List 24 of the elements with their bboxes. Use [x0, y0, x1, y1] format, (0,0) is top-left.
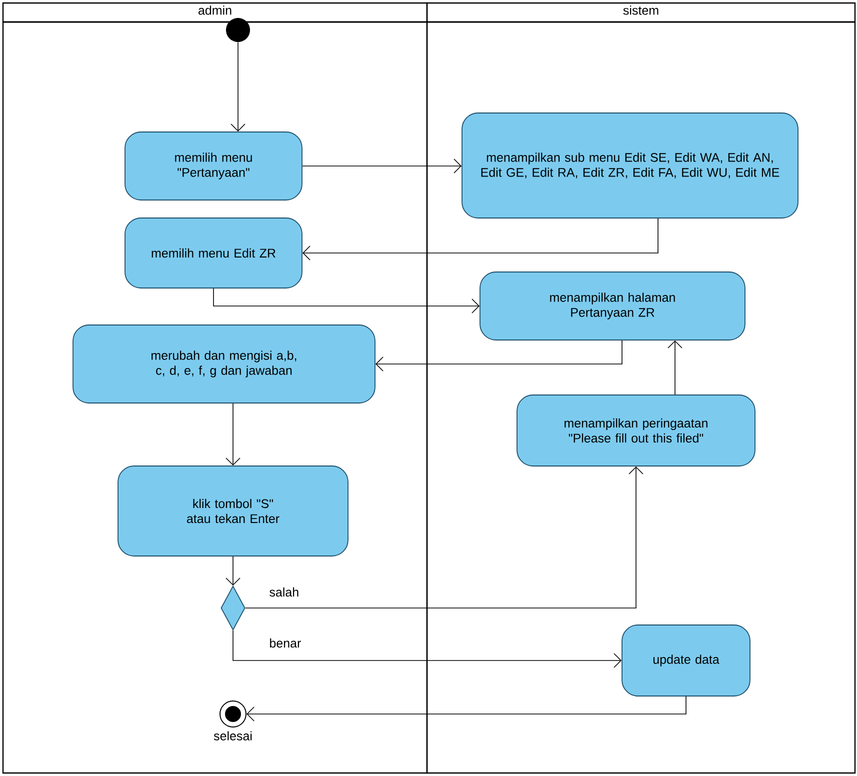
- arrow: [246, 696, 686, 722]
- action-box: menampilkan halaman Pertanyaan ZR: [480, 272, 746, 340]
- action-box: update data: [622, 624, 750, 696]
- arrow: [226, 403, 240, 466]
- final-node: [220, 700, 246, 728]
- arrow: [375, 340, 622, 372]
- action-box: memilih menu "Pertanyaan": [124, 132, 302, 200]
- arrow: [302, 158, 462, 174]
- arrow: [245, 466, 644, 608]
- arrow: [668, 340, 682, 395]
- action-box: memilih menu Edit ZR: [124, 218, 302, 288]
- arrow: [226, 556, 240, 586]
- node-caption: selesai: [214, 731, 252, 740]
- arrow: [232, 630, 622, 668]
- initial-node: [226, 18, 250, 42]
- arrow: [230, 42, 246, 132]
- action-box: merubah dan mengisi a,b, c, d, e, f, g dan jawaban: [72, 324, 376, 404]
- arrow: [302, 218, 658, 260]
- edge-label: benar: [268, 637, 302, 649]
- edge-label: salah: [268, 586, 300, 598]
- action-box: menampilkan peringaatan "Please fill out this filed": [516, 394, 756, 466]
- action-box: menampilkan sub menu Edit SE, Edit WA, Edit AN, Edit GE, Edit RA, Edit ZR, Edit FA, Edit WU, Edit ME: [462, 112, 798, 218]
- arrow: [213, 288, 480, 314]
- action-box: klik tombol "S" atau tekan Enter: [118, 466, 348, 556]
